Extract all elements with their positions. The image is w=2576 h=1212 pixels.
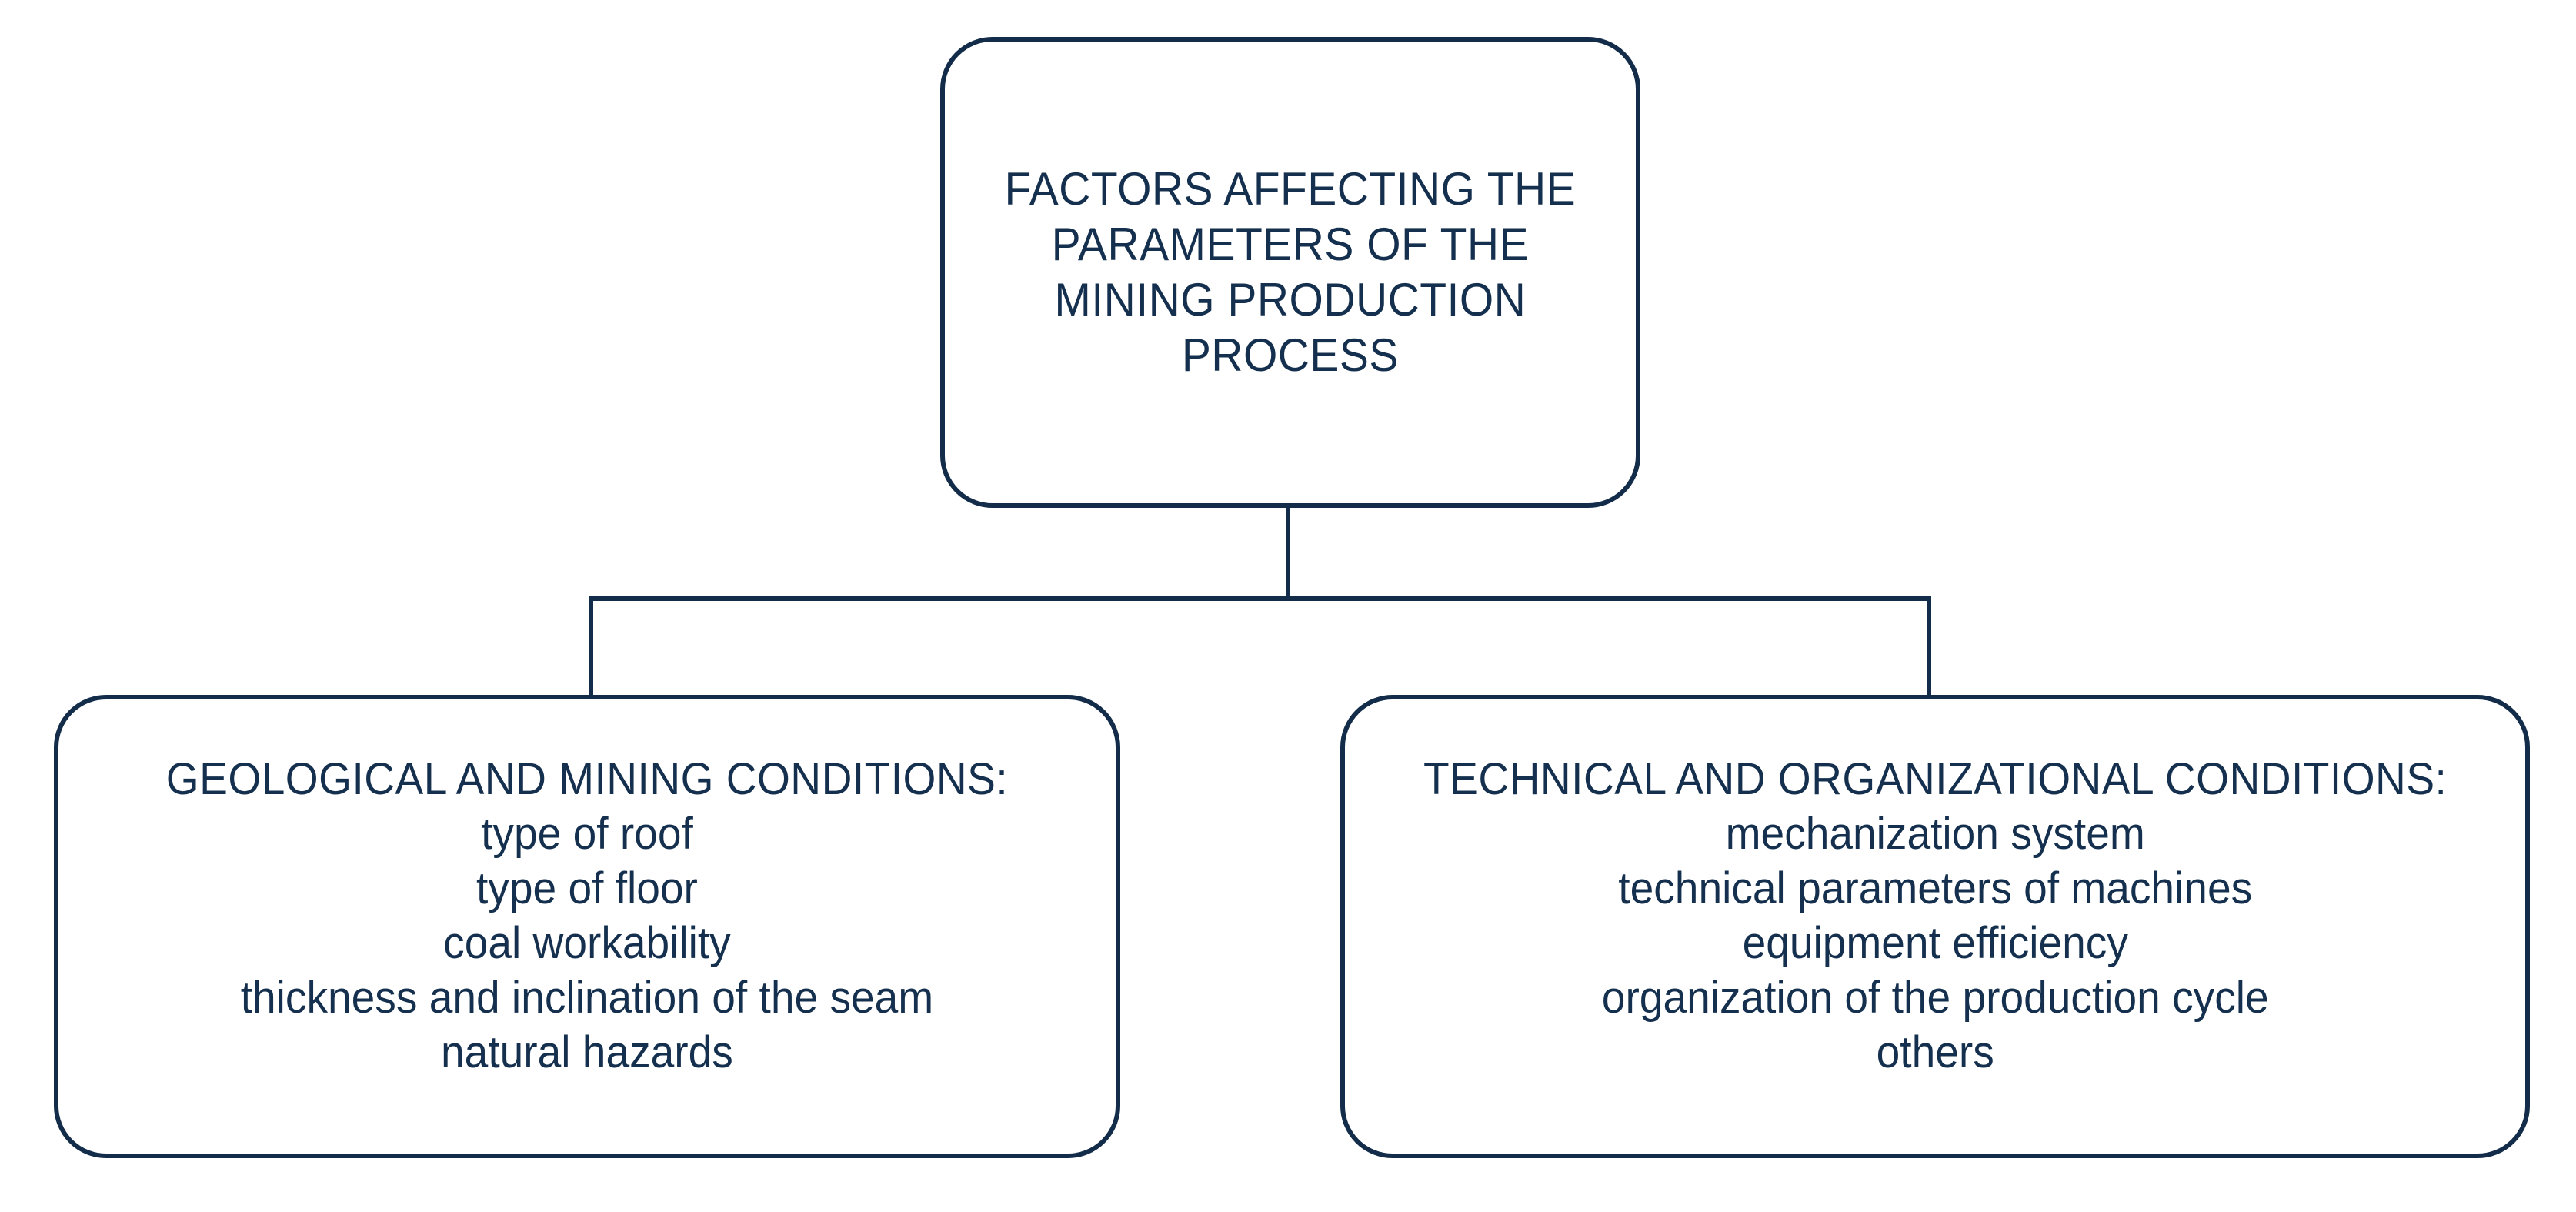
- connector-root-stem: [1286, 506, 1290, 599]
- geological-mining-conditions-heading: GEOLOGICAL AND MINING CONDITIONS:: [165, 754, 1009, 804]
- connector-right-drop: [1927, 596, 1931, 698]
- geological-mining-conditions-box: GEOLOGICAL AND MINING CONDITIONS: type o…: [54, 695, 1120, 1158]
- root-factors-title: FACTORS AFFECTING THE PARAMETERS OF THE …: [1004, 163, 1577, 381]
- connector-left-drop: [589, 596, 593, 698]
- root-factors-box: FACTORS AFFECTING THE PARAMETERS OF THE …: [940, 37, 1640, 508]
- connector-horizontal-bar: [589, 596, 1931, 601]
- technical-organizational-conditions-items: mechanization system technical parameter…: [1601, 809, 2269, 1077]
- geological-mining-conditions-items: type of roof type of floor coal workabil…: [240, 809, 934, 1077]
- technical-organizational-conditions-heading: TECHNICAL AND ORGANIZATIONAL CONDITIONS:: [1423, 754, 2448, 804]
- technical-organizational-conditions-box: TECHNICAL AND ORGANIZATIONAL CONDITIONS:…: [1340, 695, 2530, 1158]
